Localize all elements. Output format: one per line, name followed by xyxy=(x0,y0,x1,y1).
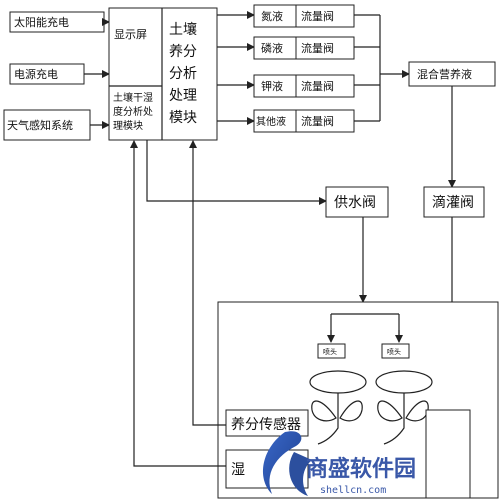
mixed-nutrient-box: 混合营养液 xyxy=(408,61,496,87)
p-liquid-label: 磷液 xyxy=(261,41,283,55)
moisture-module-line-1: 土壤干湿 xyxy=(113,91,153,104)
moisture-module-line-3: 理模块 xyxy=(113,120,143,132)
weather-sensing-box: 天气感知系统 xyxy=(3,109,91,141)
water-supply-valve-box: 供水阀 xyxy=(325,186,389,218)
display-screen-label: 显示屏 xyxy=(114,28,147,41)
sprinkler-left-label: 喷头 xyxy=(323,347,337,356)
plant-left-stem xyxy=(317,393,339,445)
sprinkler-head-right: 喷头 xyxy=(381,343,410,359)
nutrient-module-line-2: 养分 xyxy=(169,44,197,60)
liquid-row-other: 其他液 流量阀 xyxy=(253,109,355,133)
nutrient-module-line-1: 土壤 xyxy=(169,21,197,38)
watermark: 商盛软件园 shellcn.com xyxy=(263,431,416,496)
controller-box xyxy=(108,7,218,141)
nutrient-sensor-box: 养分传感器 xyxy=(225,409,309,437)
liquid-row-k: 钾液 流量阀 xyxy=(253,74,355,98)
nutrient-module-line-4: 处理 xyxy=(169,88,197,104)
controller-to-water-valve xyxy=(146,140,327,205)
k-liquid-label: 钾液 xyxy=(261,79,283,93)
drip-valve-label: 滴灌阀 xyxy=(432,194,474,211)
moisture-sensor-feedback xyxy=(130,140,226,467)
plant-left xyxy=(309,370,367,445)
sprinkler-head-left: 喷头 xyxy=(317,343,346,359)
watermark-url: shellcn.com xyxy=(320,485,386,496)
solar-charging-box: 太阳能充电 xyxy=(9,11,105,33)
plant-right-stem xyxy=(383,393,405,445)
moisture-analysis-module: 土壤干湿 度分析处 理模块 xyxy=(113,91,153,132)
nutrient-sensor-feedback xyxy=(189,140,226,426)
valve-collector-bus xyxy=(354,14,381,122)
water-valve-label: 供水阀 xyxy=(334,195,376,211)
k-valve-label: 流量阀 xyxy=(301,79,334,93)
plant-right xyxy=(375,370,433,445)
liquid-row-p: 磷液 流量阀 xyxy=(253,36,355,60)
other-valve-label: 流量阀 xyxy=(301,114,334,128)
drip-valve-box: 滴灌阀 xyxy=(423,186,485,218)
sprinkler-right-label: 喷头 xyxy=(387,347,401,356)
solar-charging-label: 太阳能充电 xyxy=(14,15,69,29)
nutrient-module-line-3: 分析 xyxy=(169,66,197,82)
weather-sensing-label: 天气感知系统 xyxy=(7,118,73,132)
mixed-nutrient-label: 混合营养液 xyxy=(417,67,472,81)
other-liquid-label: 其他液 xyxy=(256,115,286,128)
drip-irrigation-unit xyxy=(425,409,471,499)
nutrient-module-line-5: 模块 xyxy=(169,110,197,126)
liquid-row-n: 氮液 流量阀 xyxy=(253,4,355,28)
nutrient-analysis-module: 土壤 养分 分析 处理 模块 xyxy=(169,21,197,126)
moisture-sensor-label: 湿 xyxy=(231,462,245,478)
moisture-module-line-2: 度分析处 xyxy=(113,105,153,118)
n-valve-label: 流量阀 xyxy=(301,9,334,23)
n-liquid-label: 氮液 xyxy=(261,9,283,23)
nutrient-sensor-label: 养分传感器 xyxy=(231,416,301,433)
watermark-title: 商盛软件园 xyxy=(306,456,416,482)
p-valve-label: 流量阀 xyxy=(301,41,334,55)
watermark-logo xyxy=(263,431,312,496)
power-charging-label: 电源充电 xyxy=(14,67,58,81)
power-charging-box: 电源充电 xyxy=(9,63,85,85)
